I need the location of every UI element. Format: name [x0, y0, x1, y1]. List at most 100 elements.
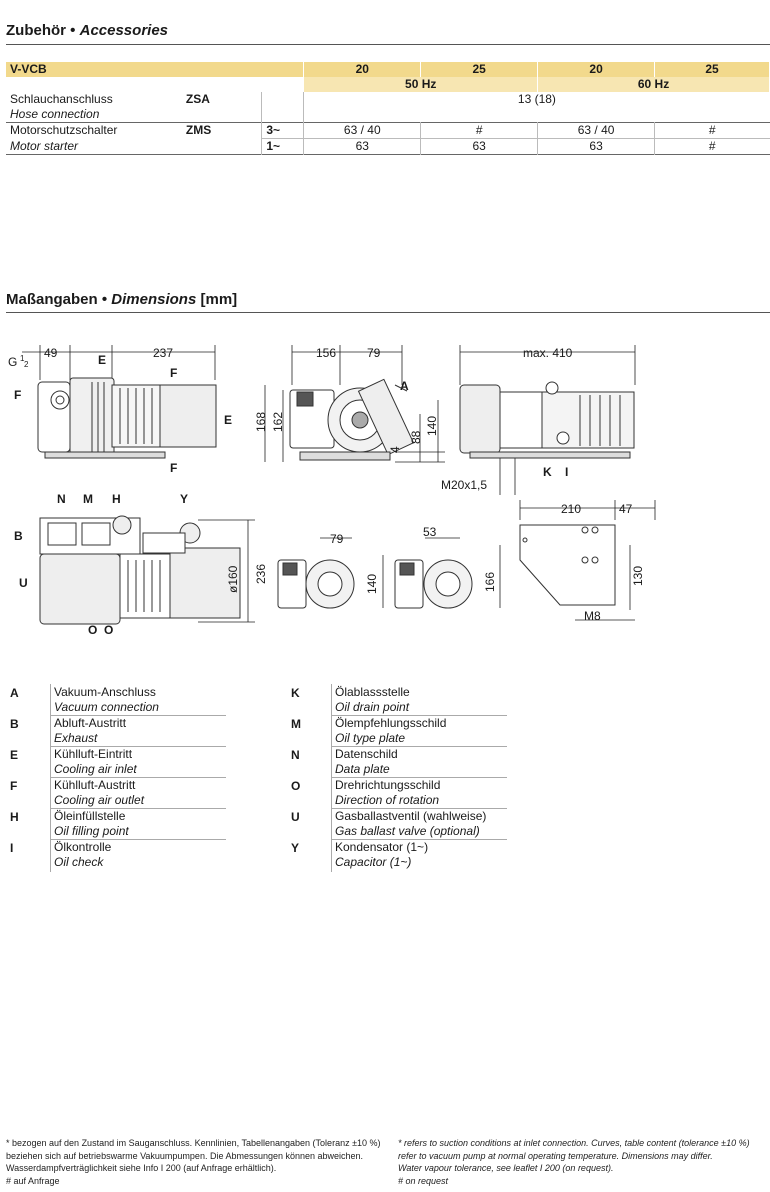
table-row: Schlauchanschluss ZSA 13 (18) [6, 92, 770, 107]
legend-en: Vacuum connection [54, 700, 159, 714]
legend-en: Cooling air outlet [54, 793, 145, 807]
label-Y: Y [180, 492, 188, 506]
label-O: O [88, 623, 97, 637]
dim-max410: max. 410 [523, 346, 573, 360]
row-code: ZSA [185, 92, 210, 106]
dim-53: 53 [423, 525, 437, 539]
dimension-lines [22, 345, 656, 623]
legend-key: I [10, 841, 14, 855]
table-row: Motor starter 1~ 63 63 63 # [6, 138, 770, 155]
dim-166: 166 [483, 572, 497, 592]
legend-de: Ölkontrolle [54, 840, 112, 854]
label-O: O [104, 623, 113, 637]
table-cell: 13 (18) [303, 92, 770, 107]
table-cell: # [420, 122, 538, 139]
footnote-line: Water vapour tolerance, see leaflet I 20… [398, 1163, 614, 1173]
footnote-line: # auf Anfrage [6, 1175, 60, 1186]
phase-label: 1~ [261, 138, 304, 155]
legend-en: Cooling air inlet [54, 762, 137, 776]
legend-de: Öleinfüllstelle [54, 809, 126, 823]
legend-de: Ölempfehlungsschild [335, 716, 447, 730]
table-cell: # [654, 122, 770, 139]
row-code: ZMS [185, 123, 212, 138]
row-label-de: Schlauchanschluss [10, 92, 113, 106]
legend-en: Oil drain point [335, 700, 410, 714]
dim-160: ø160 [226, 565, 240, 593]
row-label-en: Motor starter [10, 138, 79, 153]
size-header: 25 [654, 62, 770, 77]
dim-140-small: 140 [365, 574, 379, 594]
label-A: A [400, 379, 409, 393]
legend-de: Kühlluft-Eintritt [54, 747, 133, 761]
base-plate-view [519, 524, 616, 606]
legend-de: Drehrichtungsschild [335, 778, 441, 792]
label-H: H [112, 492, 121, 506]
dim-236: 236 [254, 564, 268, 584]
table-header-row: V-VCB 20 25 20 25 [6, 62, 770, 77]
dim-130: 130 [631, 566, 645, 586]
legend-key: Y [291, 841, 300, 855]
footnote-line: * refers to suction conditions at inlet … [398, 1138, 750, 1148]
label-F: F [170, 366, 177, 380]
table-freq-row: 50 Hz 60 Hz [6, 77, 770, 92]
label-E: E [98, 353, 106, 367]
legend-key: O [291, 779, 301, 793]
label-K: K [543, 465, 552, 479]
legend-en: Oil check [54, 855, 104, 869]
phase-label: 3~ [261, 122, 304, 139]
size-header: 25 [420, 62, 539, 77]
legend-key: A [10, 686, 19, 700]
legend-en: Exhaust [54, 731, 98, 745]
dimension-drawings: G 1 2 49 237 156 79 max. 410 168 162 140… [8, 345, 656, 637]
label-M: M [83, 492, 93, 506]
dim-210: 210 [561, 502, 581, 516]
legend-de: Abluft-Austritt [54, 716, 127, 730]
table-cell: 63 / 40 [537, 122, 655, 139]
accessories-title: Zubehör • Accessories [6, 22, 169, 39]
dim-156: 156 [316, 346, 336, 360]
legend-de: Datenschild [335, 747, 398, 761]
table-cell: 63 / 40 [303, 122, 421, 139]
footnote-line: Wasserdampfverträglichkeit siehe Info I … [6, 1163, 277, 1173]
size-header: 20 [537, 62, 656, 77]
legend-en: Oil type plate [335, 731, 406, 745]
freq-60-header: 60 Hz [537, 77, 770, 92]
footnote-line: # on request [398, 1175, 449, 1186]
legend-en: Data plate [335, 762, 390, 776]
dim-g-num: 1 [20, 354, 25, 363]
legend-key: F [10, 779, 18, 793]
legend-key: H [10, 810, 19, 824]
dim-g: G [8, 355, 17, 369]
pump-plan-view [39, 515, 241, 625]
legend-de: Gasballastventil (wahlweise) [335, 809, 487, 823]
label-E: E [224, 413, 232, 427]
dimensions-title: Maßangaben • Dimensions [mm] [6, 291, 238, 308]
legend-key: B [10, 717, 19, 731]
legend-item: Y Kondensator (1~)Capacitor (1~) [291, 839, 511, 870]
dim-49: 49 [44, 346, 58, 360]
legend-de: Vakuum-Anschluss [54, 685, 156, 699]
accessories-table: V-VCB 20 25 20 25 50 Hz 60 Hz Schlauchan… [6, 62, 770, 155]
dim-140: 140 [425, 416, 439, 436]
dim-g-den: 2 [24, 360, 29, 369]
size-header: 20 [303, 62, 422, 77]
pump-front-view [289, 378, 415, 461]
row-label-en: Hose connection [10, 107, 100, 121]
dim-88: 88 [409, 430, 423, 444]
legend-de: Ölablassstelle [335, 685, 410, 699]
label-U: U [19, 576, 28, 590]
footnote-en: * refers to suction conditions at inlet … [398, 1137, 768, 1187]
table-cell: 63 [303, 138, 421, 155]
table-row: Motorschutzschalter ZMS 3~ 63 / 40 # 63 … [6, 122, 770, 139]
freq-50-header: 50 Hz [303, 77, 539, 92]
legend-key: N [291, 748, 300, 762]
legend-en: Gas ballast valve (optional) [335, 824, 480, 838]
